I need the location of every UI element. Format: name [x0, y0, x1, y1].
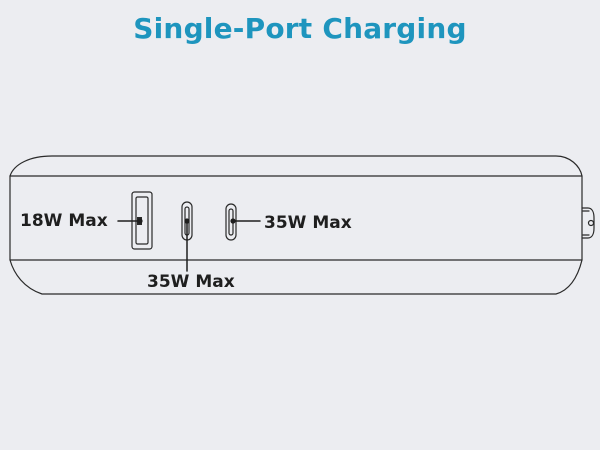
page-title: Single-Port Charging: [133, 12, 467, 45]
usb-a-max-label: 18W Max: [20, 211, 108, 231]
side-button-icon: [581, 207, 595, 239]
usb-c2-max-label: 35W Max: [264, 213, 352, 233]
device-body: [9, 155, 583, 295]
callout-leaders: [117, 218, 261, 272]
usb-c1-max-label: 35W Max: [147, 272, 235, 292]
